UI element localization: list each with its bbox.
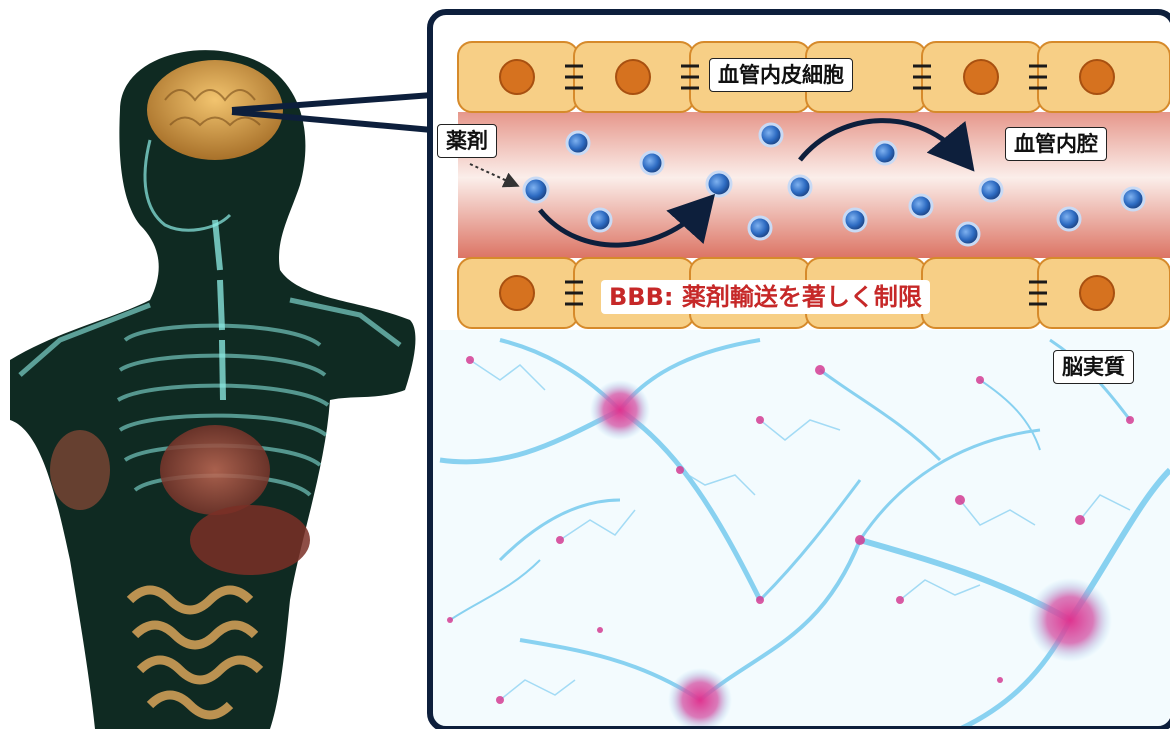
endothelial-cell-label: 血管内皮細胞 bbox=[709, 58, 853, 92]
neuron-network bbox=[430, 330, 1170, 729]
heart-organ bbox=[160, 425, 270, 515]
liver-organ bbox=[190, 505, 310, 575]
breast bbox=[50, 430, 110, 510]
drug-label: 薬剤 bbox=[437, 124, 497, 158]
parenchyma-label: 脳実質 bbox=[1053, 350, 1134, 384]
human-anatomy-figure bbox=[10, 50, 415, 729]
bbb-label: BBB: 薬剤輸送を著しく制限 bbox=[601, 280, 930, 314]
lumen-label: 血管内腔 bbox=[1005, 127, 1107, 161]
